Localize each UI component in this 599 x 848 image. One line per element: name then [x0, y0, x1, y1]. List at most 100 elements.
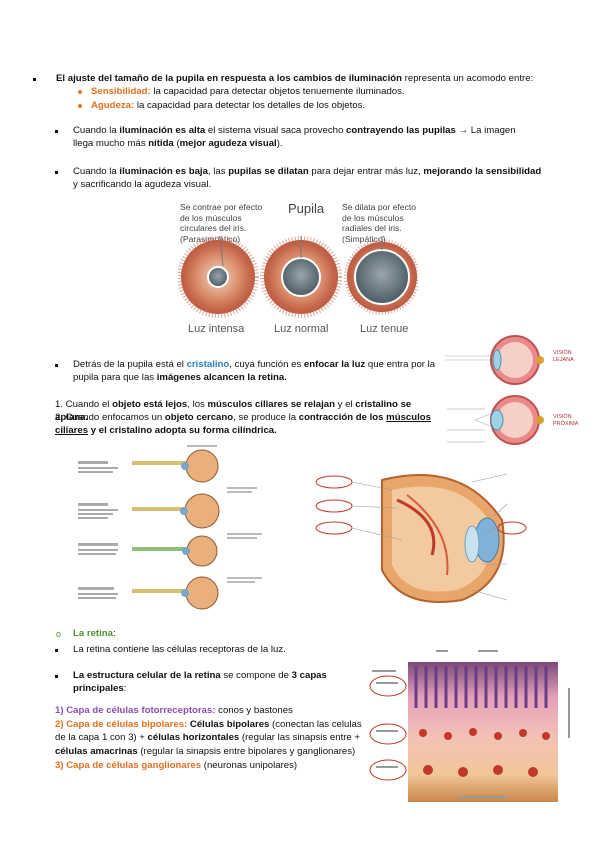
pupil-adjust-tail: representa un acomodo entre:	[402, 73, 534, 84]
text-run: 2. Cuando enfocamos un	[55, 412, 165, 423]
bullet-square	[55, 130, 58, 133]
eye-hyperopia-row	[132, 535, 218, 567]
text-run: nítida	[148, 138, 174, 150]
text-run: 3 capas principales	[73, 670, 327, 695]
text-run: que entra por la pupila para que las	[73, 359, 436, 384]
eye-normal-light	[260, 236, 342, 318]
text-run: Células bipolares	[187, 719, 270, 730]
text-run: células horizontales	[147, 732, 240, 744]
text-run: , cuya función es	[229, 359, 304, 370]
text-run: conos y bastones	[215, 705, 293, 716]
bullet-square	[33, 78, 36, 81]
text-run: 1)	[55, 705, 64, 716]
text-run: Detrás de la pupila está el	[73, 359, 187, 370]
list-item-1: 1. Cuando el objeto está lejos, los músc…	[55, 398, 445, 425]
item-agudeza: Agudeza: la capacidad para detectar los …	[91, 99, 551, 112]
text-run: contrayendo las pupilas	[346, 125, 456, 136]
text-run: La estructura celular de la retina	[73, 670, 221, 681]
eye-near-vision	[474, 395, 544, 445]
text-run: células amacrinas	[55, 745, 138, 757]
eye-far-vision	[445, 335, 544, 385]
pupil-right-note: Se dilata por efecto de los músculos rad…	[342, 202, 417, 244]
eye-anatomy-drawing	[381, 474, 505, 603]
retina-layer-3: 3) Capa de células ganglionares (neurona…	[55, 759, 355, 772]
eye-cross-section	[315, 473, 527, 603]
text-run: y el	[334, 399, 356, 410]
label-vision-proxima: VISIÓN PRÓXIMA	[553, 414, 579, 427]
text-run: (conectan las celulas de la capa 1 con 3…	[55, 719, 362, 744]
agudeza-label: Agudeza:	[91, 100, 135, 111]
refraction-diagram	[78, 445, 262, 610]
paragraph-high-light: Cuando la iluminación es alta el sistema…	[73, 124, 535, 151]
paragraph-pupil-adjust: El ajuste del tamaño de la pupila en res…	[56, 72, 566, 85]
bullet-square	[55, 675, 58, 678]
retina-bullet: o	[56, 629, 62, 639]
label-luz-tenue: Luz tenue	[360, 323, 409, 335]
eye-myopia-row	[132, 493, 220, 529]
pupil-figure: Se contrae por efecto de los músculos ci…	[178, 196, 418, 341]
eye-dim-light	[344, 239, 418, 315]
text-run: músculos ciliares se relajan	[207, 399, 335, 410]
text-run: cristalino	[186, 359, 230, 370]
label-luz-normal: Luz normal	[274, 323, 329, 335]
text-run: se compone de	[220, 670, 292, 681]
text-run: objeto está lejos	[112, 399, 188, 410]
text-run: :	[123, 683, 127, 695]
text-run: músculos ciliares	[55, 412, 431, 437]
text-run: mejorando la sensibilidad	[423, 166, 542, 177]
text-run: 3)	[55, 760, 64, 771]
text-run: y sacrificando la agudeza visual.	[73, 179, 212, 191]
text-run: , se produce la	[233, 412, 299, 423]
bullet-square	[55, 171, 58, 174]
eye-astigmatism-row	[132, 576, 219, 610]
text-run: el sistema visual saca provecho	[205, 125, 347, 136]
retina-heading-text: La retina	[73, 628, 113, 639]
text-run: enfocar la luz	[303, 359, 366, 370]
retina-layer-1: 1) Capa de células fotorreceptoras: cono…	[55, 704, 355, 717]
pupil-center-title: Pupila	[288, 201, 325, 216]
eye-bright-light	[178, 236, 259, 318]
bullet-dot	[78, 104, 82, 108]
pupil-adjust-lead: El ajuste del tamaño de la pupila en res…	[56, 73, 403, 84]
agudeza-text: la capacidad para detectar los detalles …	[134, 100, 366, 111]
text-run: Cuando la	[73, 125, 120, 136]
text-run: 1. Cuando el	[55, 399, 113, 410]
text-run: (	[173, 138, 180, 150]
text-run: (regular las sinapsis entre +	[239, 732, 361, 744]
text-run: objeto cercano	[164, 412, 234, 423]
sensibilidad-label: Sensibilidad:	[91, 86, 151, 97]
paragraph-cristalino: Detrás de la pupila está el cristalino, …	[73, 358, 443, 385]
text-run: pupilas se dilatan	[228, 166, 309, 177]
text-run: contracción de los	[298, 412, 387, 423]
text-run: Cuando la	[73, 166, 120, 177]
text-run: (regular la sinapsis entre bipolares y g…	[137, 745, 356, 757]
retina-layers-illustration	[369, 650, 570, 802]
list-item-2: 2. Cuando enfocamos un objeto cercano, s…	[55, 411, 445, 438]
text-run: → La imagen llega mucho más	[73, 125, 516, 150]
lens-accommodation-figure	[445, 335, 544, 445]
label-luz-intensa: Luz intensa	[188, 323, 245, 335]
text-run: Capa de células fotorreceptoras:	[66, 705, 216, 716]
text-run: mejor agudeza visual	[179, 138, 277, 150]
paragraph-low-light: Cuando la iluminación es baja, las pupil…	[73, 165, 543, 192]
text-run: iluminación es baja	[119, 166, 208, 177]
text-run: 2)	[55, 719, 64, 730]
pupil-eyes-illustration	[178, 236, 418, 318]
label-vision-lejana: VISIÓN LEJANA	[553, 350, 574, 363]
text-run: Capa de células ganglionares	[66, 760, 202, 771]
sensibilidad-text: la capacidad para detectar objetos tenue…	[150, 86, 405, 97]
text-run: cristalino se aplana.	[55, 399, 412, 424]
text-run: :	[113, 628, 116, 639]
text-run: imágenes alcancen la retina.	[156, 372, 287, 384]
text-run: (neuronas unipolares)	[201, 760, 298, 771]
text-run: , las	[207, 166, 229, 177]
text-run: ).	[276, 138, 283, 150]
bullet-square	[55, 649, 58, 652]
item-sensibilidad: Sensibilidad: la capacidad para detectar…	[91, 85, 551, 98]
text-run: iluminación es alta	[119, 125, 206, 136]
bullet-dot	[78, 90, 82, 94]
retina-bullet-1: La retina contiene las células receptora…	[73, 644, 286, 655]
eye-normal-row	[132, 449, 219, 483]
text-run: y el cristalino adopta su forma cilíndri…	[88, 425, 277, 437]
text-run: , los	[187, 399, 208, 410]
